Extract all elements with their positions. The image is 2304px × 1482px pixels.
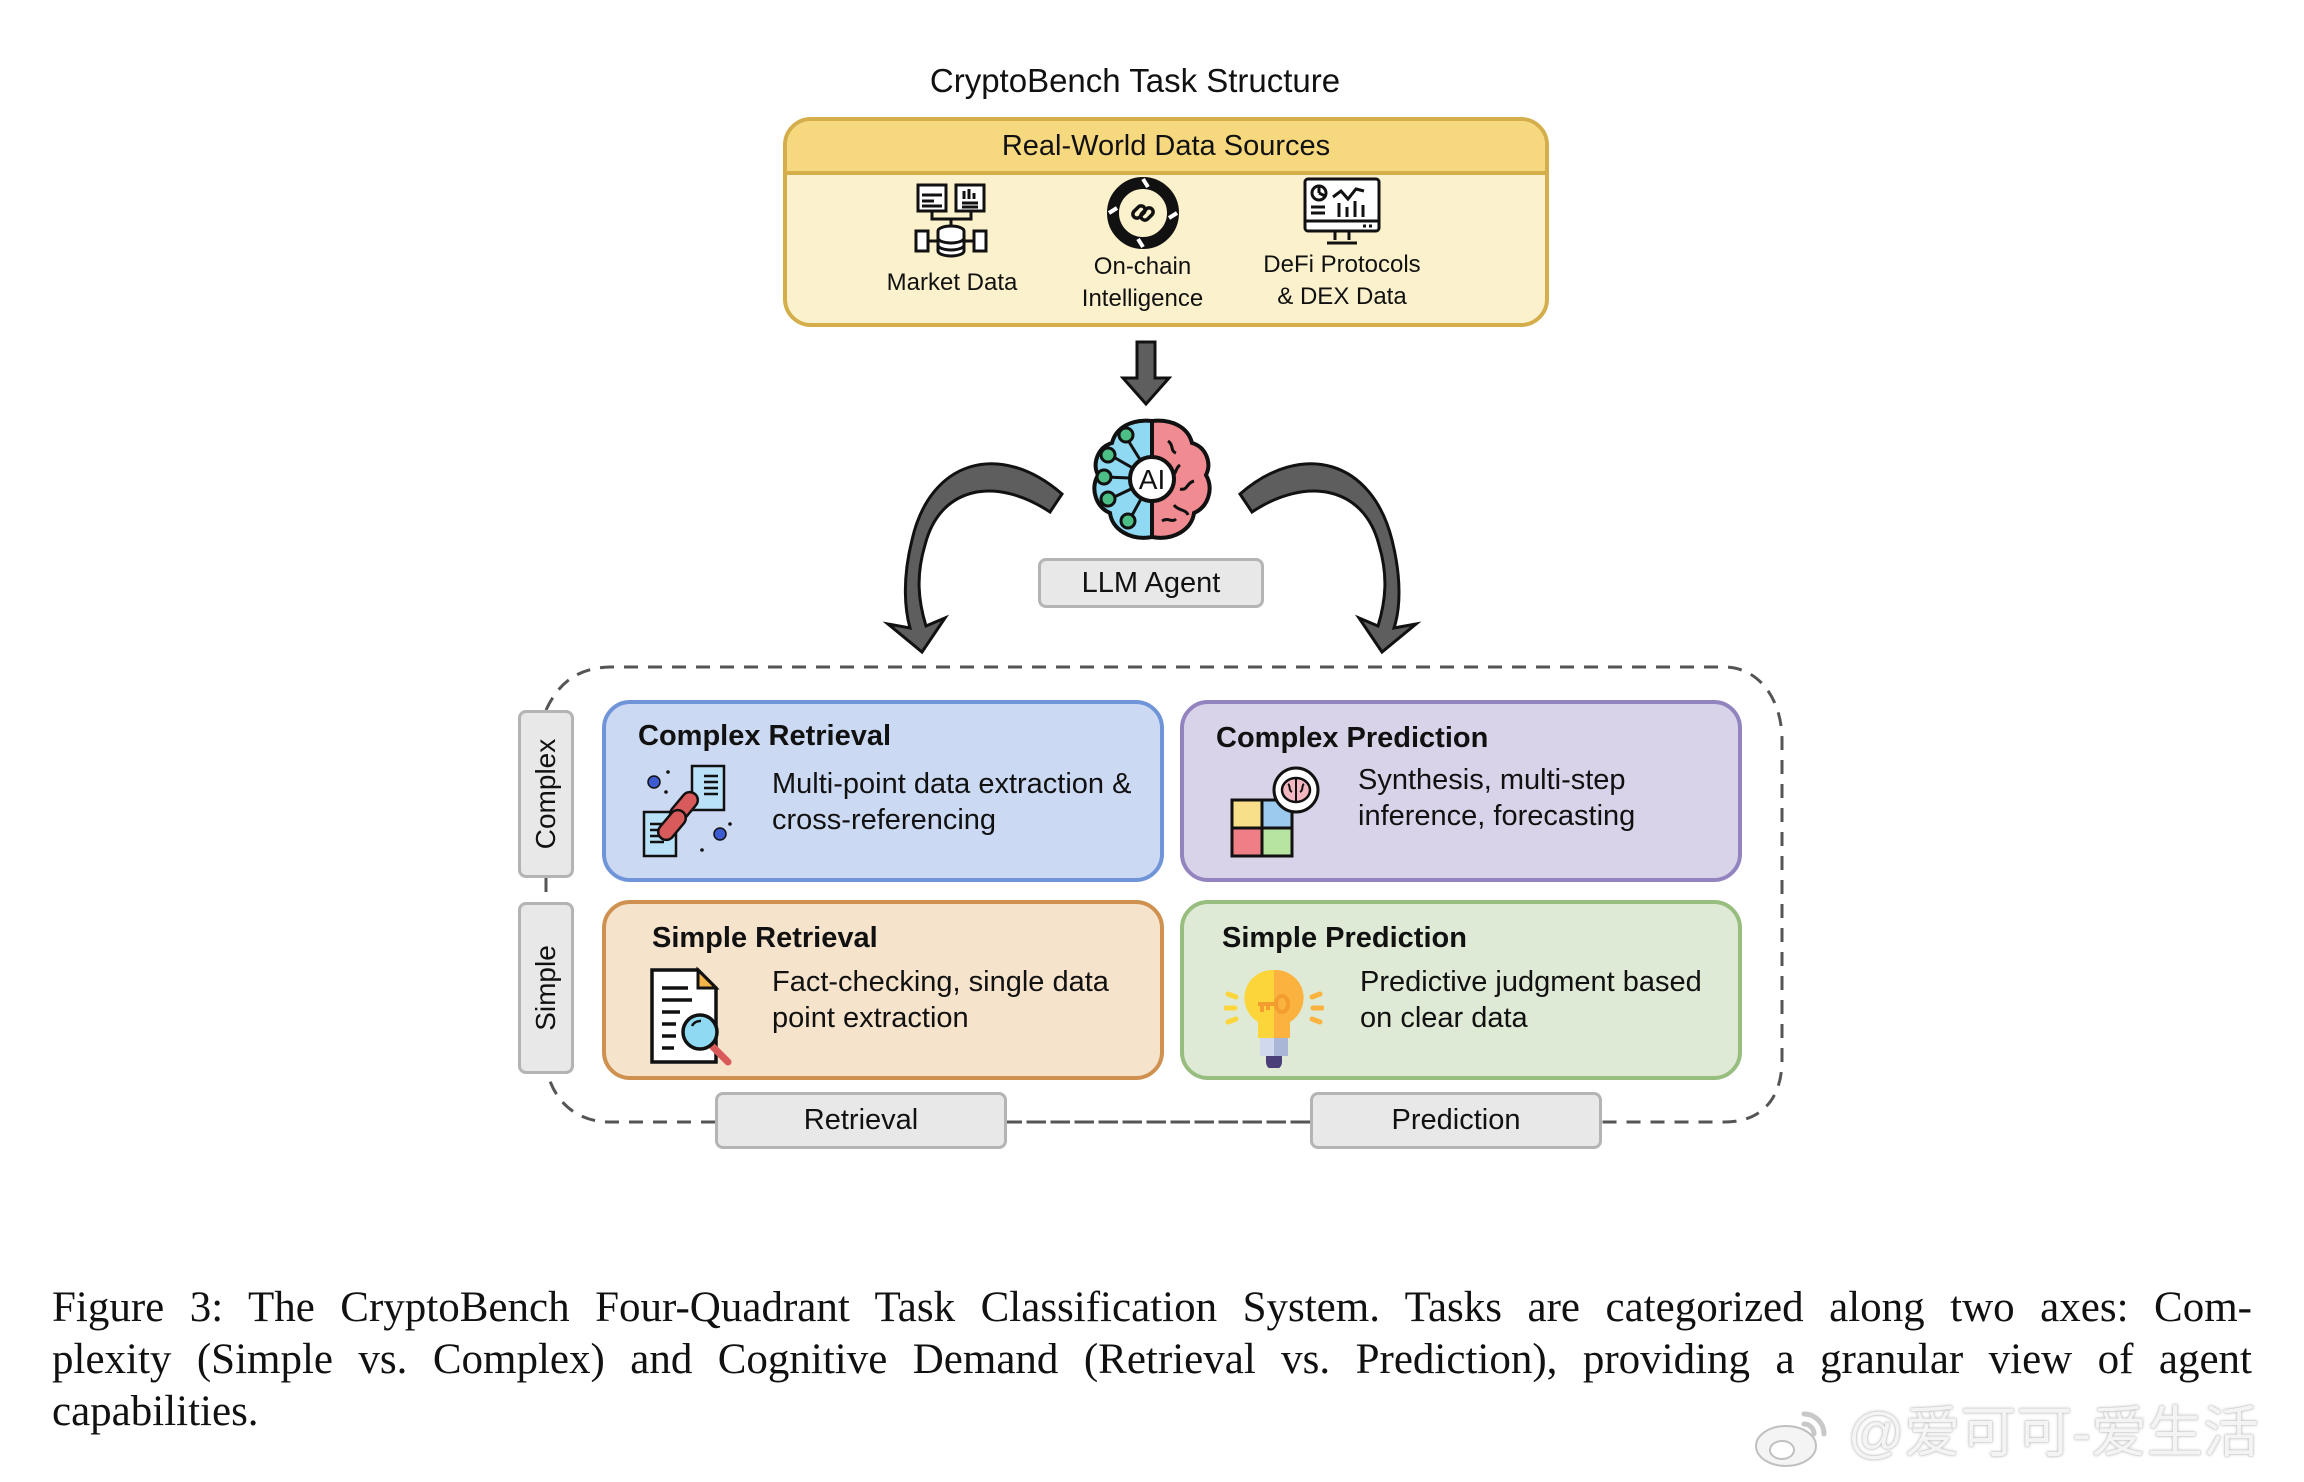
quadrant-dashed-frame <box>544 665 1784 1124</box>
source-label-line1: DeFi Protocols <box>1263 251 1421 278</box>
source-label: Market Data <box>886 269 1018 296</box>
curved-arrow-left <box>882 462 1064 655</box>
quadrant-title: Simple Retrieval <box>652 922 878 954</box>
quadrant-simple-prediction: Simple Prediction Predictive judgment ba… <box>1180 900 1742 1080</box>
curved-arrow-right <box>1238 462 1422 655</box>
watermark: @爱可可-爱生活 <box>1752 1388 2259 1470</box>
llm-agent-label: LLM Agent <box>1038 558 1264 608</box>
description-line2: point extraction <box>772 1002 969 1034</box>
description-line2: cross-referencing <box>772 804 997 836</box>
quadrant-complex-retrieval: Complex Retrieval Multi-point data extra… <box>602 700 1164 882</box>
weibo-logo-icon <box>1755 1411 1827 1468</box>
chain-cycle-icon <box>1106 177 1179 249</box>
source-label-line2: & DEX Data <box>1277 283 1407 310</box>
data-sources-header: Real-World Data Sources <box>787 121 1545 175</box>
curved-arrows <box>882 462 1422 655</box>
watermark-text: @爱可可-爱生活 <box>1847 1401 2260 1464</box>
quadrant-description: Predictive judgment based on clear data <box>1360 964 1702 1036</box>
description-line2: on clear data <box>1360 1002 1528 1034</box>
puzzle-brain-icon <box>1230 766 1320 858</box>
quadrant-simple-retrieval: Simple Retrieval Fact-checking, single d… <box>602 900 1164 1080</box>
quadrant-title: Complex Retrieval <box>638 720 892 752</box>
database-dashboard-icon <box>914 183 988 258</box>
axis-label-prediction: Prediction <box>1310 1092 1602 1149</box>
description-line1: Predictive judgment based <box>1360 966 1702 998</box>
linked-documents-icon <box>642 764 732 858</box>
source-label-line2: Intelligence <box>1081 285 1204 312</box>
caption-line3: capabilities. <box>52 1388 259 1435</box>
figure-caption: Figure 3: The CryptoBench Four-Quadrant … <box>52 1282 2252 1438</box>
quadrant-description: Fact-checking, single data point extract… <box>772 964 1109 1036</box>
figure-title: CryptoBench Task Structure <box>929 62 1341 99</box>
caption-line1: Figure 3: The CryptoBench Four-Quadrant … <box>52 1284 2252 1331</box>
source-market-data: Market Data <box>867 181 1037 299</box>
quadrant-description: Synthesis, multi-step inference, forecas… <box>1358 762 1635 834</box>
lightbulb-key-icon <box>1224 969 1324 1068</box>
axis-label-retrieval: Retrieval <box>715 1092 1007 1149</box>
source-label-line1: On-chain <box>1093 253 1192 280</box>
caption-line2: plexity (Simple vs. Complex) and Cogniti… <box>52 1336 2252 1383</box>
data-sources-panel: Real-World Data Sources Market Data <box>783 117 1549 327</box>
description-line1: Multi-point data extraction & <box>772 768 1132 800</box>
description-line2: inference, forecasting <box>1358 800 1636 832</box>
axis-label-text: Simple <box>530 945 561 1031</box>
source-defi-dex: DeFi Protocols & DEX Data <box>1242 177 1442 313</box>
axis-label-simple: Simple <box>518 902 574 1074</box>
source-onchain-intelligence: On-chain Intelligence <box>1055 177 1230 315</box>
quadrant-title: Complex Prediction <box>1216 722 1489 754</box>
down-arrow-icon <box>1120 340 1172 407</box>
ai-brain-label: AI <box>1139 464 1165 495</box>
monitor-analytics-icon <box>1303 177 1381 245</box>
description-line1: Synthesis, multi-step <box>1358 764 1626 796</box>
ai-brain-icon: AI <box>1092 418 1212 540</box>
quadrant-description: Multi-point data extraction & cross-refe… <box>772 766 1131 838</box>
axis-label-text: Complex <box>530 738 561 850</box>
axis-label-complex: Complex <box>518 710 574 878</box>
document-search-icon <box>650 966 732 1066</box>
quadrant-title: Simple Prediction <box>1222 922 1467 954</box>
description-line1: Fact-checking, single data <box>772 966 1109 998</box>
quadrant-complex-prediction: Complex Prediction Synthesis, multi-step… <box>1180 700 1742 882</box>
